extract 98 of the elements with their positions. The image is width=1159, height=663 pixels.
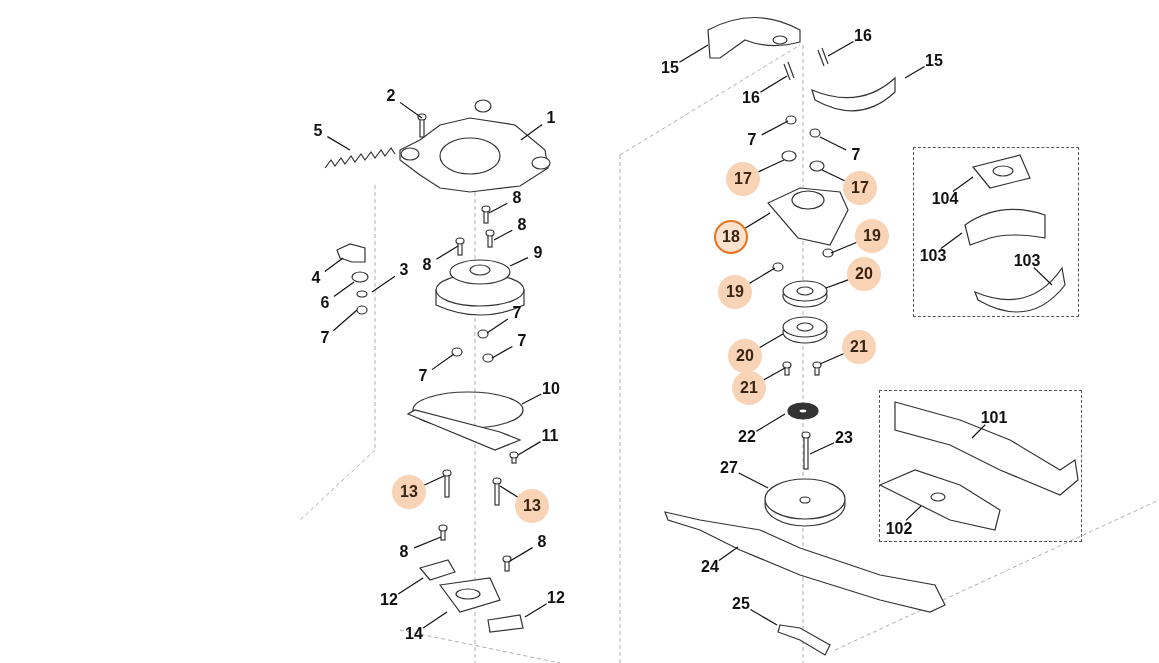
leader-line [749,608,778,626]
callout-number: 25 [729,592,753,616]
leader-line [971,424,986,439]
leader-line [332,309,358,332]
callout-number: 7 [507,303,527,323]
callout-number: 6 [315,293,335,313]
callout-number: 9 [528,243,548,263]
callout-number: 2 [381,86,401,106]
leader-line [757,159,785,173]
callout-number: 101 [977,401,1011,435]
leader-line [821,169,846,182]
leader-line [827,40,855,57]
callout-number: 103 [916,239,950,273]
leader-line [486,318,509,334]
callout-number: 20 [847,257,881,291]
callout-number: 7 [742,130,762,150]
callout-number: 27 [717,456,741,480]
callout-number: 21 [732,371,766,405]
callout-number: 8 [507,188,527,208]
callout-number: 8 [512,215,532,235]
callout-number: 102 [882,512,916,546]
leader-line [491,345,514,359]
callout-number: 22 [735,425,759,449]
leader-line [759,75,788,93]
leader-line [1033,267,1053,286]
leader-line [435,245,459,260]
leader-line [678,44,709,63]
callout-number: 17 [843,171,877,205]
callout-number: 3 [394,260,414,280]
leader-line [488,202,508,214]
callout-number: 16 [739,86,763,110]
callout-number: 23 [832,426,856,450]
callout-number: 103 [1010,244,1044,278]
leader-line [423,475,445,486]
leader-line [744,212,771,229]
leader-line [940,232,963,250]
callout-number: 11 [538,424,562,448]
leader-line [749,267,776,284]
callout-number: 10 [539,377,563,401]
callout-number: 4 [306,268,326,288]
callout-number: 19 [855,219,889,253]
callout-number: 12 [544,586,568,610]
leader-line [399,101,423,119]
leader-line [763,367,786,381]
leader-line [809,442,835,455]
leader-line [830,241,857,254]
dashed-group-frame [913,147,1079,317]
callout-number: 16 [851,24,875,48]
leader-line [761,120,789,136]
callout-number: 1 [541,108,561,128]
leader-line [825,279,849,289]
leader-line [413,536,442,549]
leader-line [738,472,769,489]
leader-line [904,65,926,79]
callout-number: 7 [512,331,532,351]
callout-number: 7 [846,145,866,165]
callout-number: 13 [392,475,426,509]
leader-line [509,257,529,267]
callout-number: 21 [842,330,876,364]
callout-number: 20 [728,339,762,373]
callout-number: 7 [315,328,335,348]
leader-line [952,176,974,193]
callout-number: 104 [928,182,962,216]
callout-number: 12 [377,588,401,612]
callout-number: 7 [413,366,433,386]
dashed-group-frame [879,390,1082,542]
leader-line [905,505,922,521]
callout-number: 24 [698,555,722,579]
leader-line [819,136,847,151]
leader-line [493,229,513,241]
leader-line [371,275,396,293]
callout-number: 8 [532,532,552,552]
leader-line [333,281,355,298]
leader-line [431,353,455,371]
leader-line [509,547,534,562]
leader-line [759,333,784,349]
leader-line [520,123,543,141]
leader-line [326,136,351,151]
leader-line [499,485,519,498]
leader-line [422,611,448,629]
callout-number: 19 [718,275,752,309]
callout-number: 14 [402,622,426,646]
callout-number: 15 [922,49,946,73]
callout-number: 5 [308,121,328,141]
callout-number: 8 [394,542,414,562]
leader-line [324,257,344,273]
callout-number: 18 [714,220,748,254]
leader-line [517,441,542,456]
leader-line [819,353,844,365]
callout-number: 8 [417,255,437,275]
leader-line [718,546,739,562]
callout-number: 17 [726,162,760,196]
leader-line [521,393,542,405]
leader-line [524,603,548,618]
leader-line [397,577,424,595]
callout-number: 13 [515,489,549,523]
callout-number: 15 [658,56,682,80]
leader-line [755,413,786,432]
